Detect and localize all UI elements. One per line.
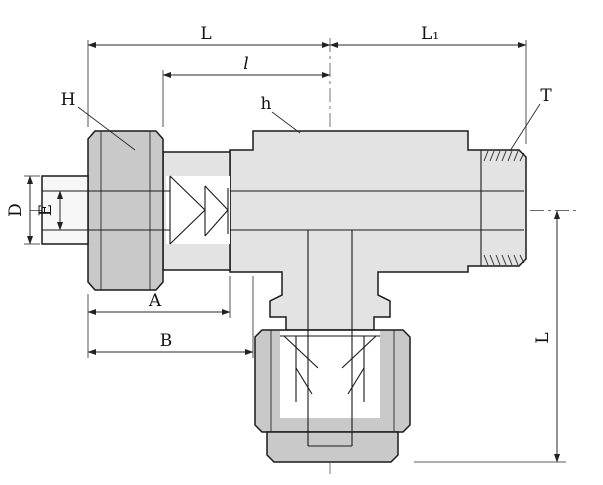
branch-ferrules bbox=[280, 335, 380, 402]
fitting-body-group bbox=[41, 130, 527, 463]
dimension-labels: L L₁ l H h T D E A B L bbox=[6, 24, 553, 351]
branch-ferrule-cavity bbox=[280, 331, 380, 418]
leader-H bbox=[77, 106, 136, 151]
label-T: T bbox=[540, 86, 552, 106]
leader-lines bbox=[77, 103, 541, 152]
extension-lines bbox=[24, 40, 566, 463]
left-ferrules bbox=[169, 175, 229, 245]
label-B: B bbox=[160, 331, 173, 351]
label-L-top: L bbox=[200, 24, 211, 44]
dimension-lines bbox=[26, 41, 561, 463]
label-H: H bbox=[61, 90, 76, 110]
thread-hatching-bottom bbox=[483, 254, 525, 266]
left-ferrule-cavity bbox=[166, 176, 230, 244]
label-h: h bbox=[261, 94, 272, 114]
thread-hatching-top bbox=[483, 150, 525, 162]
label-L-right: L bbox=[533, 332, 553, 343]
branch-nut-lower-step bbox=[266, 431, 399, 463]
branch-bore-lines bbox=[307, 230, 353, 447]
left-compression-nut bbox=[87, 130, 164, 291]
label-L1: L₁ bbox=[421, 24, 439, 44]
label-A: A bbox=[148, 291, 162, 311]
right-male-thread bbox=[480, 150, 525, 266]
label-E: E bbox=[36, 204, 56, 216]
left-tube-opening bbox=[41, 175, 89, 245]
leader-T bbox=[509, 103, 541, 152]
label-l: l bbox=[243, 54, 248, 74]
leader-h bbox=[271, 111, 301, 134]
run-bore-lines bbox=[42, 190, 524, 231]
label-D: D bbox=[6, 203, 26, 217]
